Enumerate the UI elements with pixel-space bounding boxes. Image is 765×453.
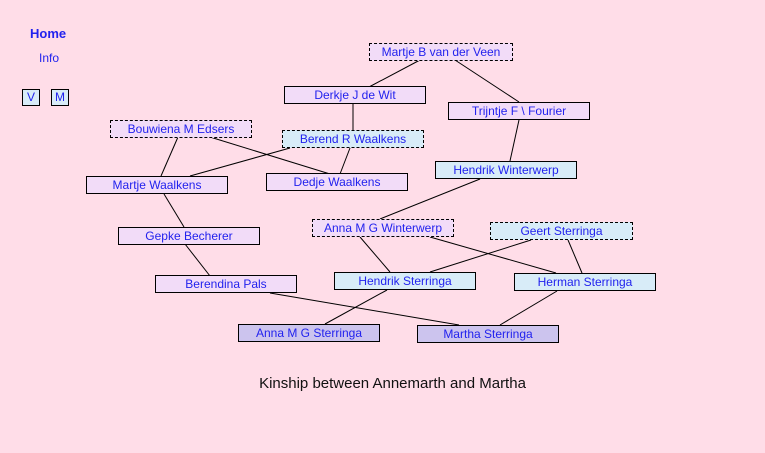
person-node-gepke-becherer[interactable]: Gepke Becherer (118, 227, 260, 245)
person-node-berendina-pals[interactable]: Berendina Pals (155, 275, 297, 293)
person-node-anna-sterringa[interactable]: Anna M G Sterringa (238, 324, 380, 342)
person-node-trijntje-fourier[interactable]: Trijntje F \ Fourier (448, 102, 590, 120)
person-node-martha-sterringa[interactable]: Martha Sterringa (417, 325, 559, 343)
info-link[interactable]: Info (39, 51, 60, 65)
person-node-bouwiena-edsers[interactable]: Bouwiena M Edsers (110, 120, 252, 138)
person-node-anna-winterwerp[interactable]: Anna M G Winterwerp (312, 219, 454, 237)
person-node-berend-waalkens[interactable]: Berend R Waalkens (282, 130, 424, 148)
m-button[interactable]: M (51, 89, 69, 106)
person-node-martje-waalkens[interactable]: Martje Waalkens (86, 176, 228, 194)
person-node-dedje-waalkens[interactable]: Dedje Waalkens (266, 173, 408, 191)
person-node-hendrik-winterwerp[interactable]: Hendrik Winterwerp (435, 161, 577, 179)
person-node-martje-van-der-veen[interactable]: Martje B van der Veen (369, 43, 513, 61)
person-node-hendrik-sterringa[interactable]: Hendrik Sterringa (334, 272, 476, 290)
diagram-caption: Kinship between Annemarth and Martha (259, 375, 526, 392)
person-node-geert-sterringa[interactable]: Geert Sterringa (490, 222, 633, 240)
person-node-derkje-de-wit[interactable]: Derkje J de Wit (284, 86, 426, 104)
home-link[interactable]: Home (30, 26, 67, 41)
v-button[interactable]: V (22, 89, 40, 106)
person-node-herman-sterringa[interactable]: Herman Sterringa (514, 273, 656, 291)
